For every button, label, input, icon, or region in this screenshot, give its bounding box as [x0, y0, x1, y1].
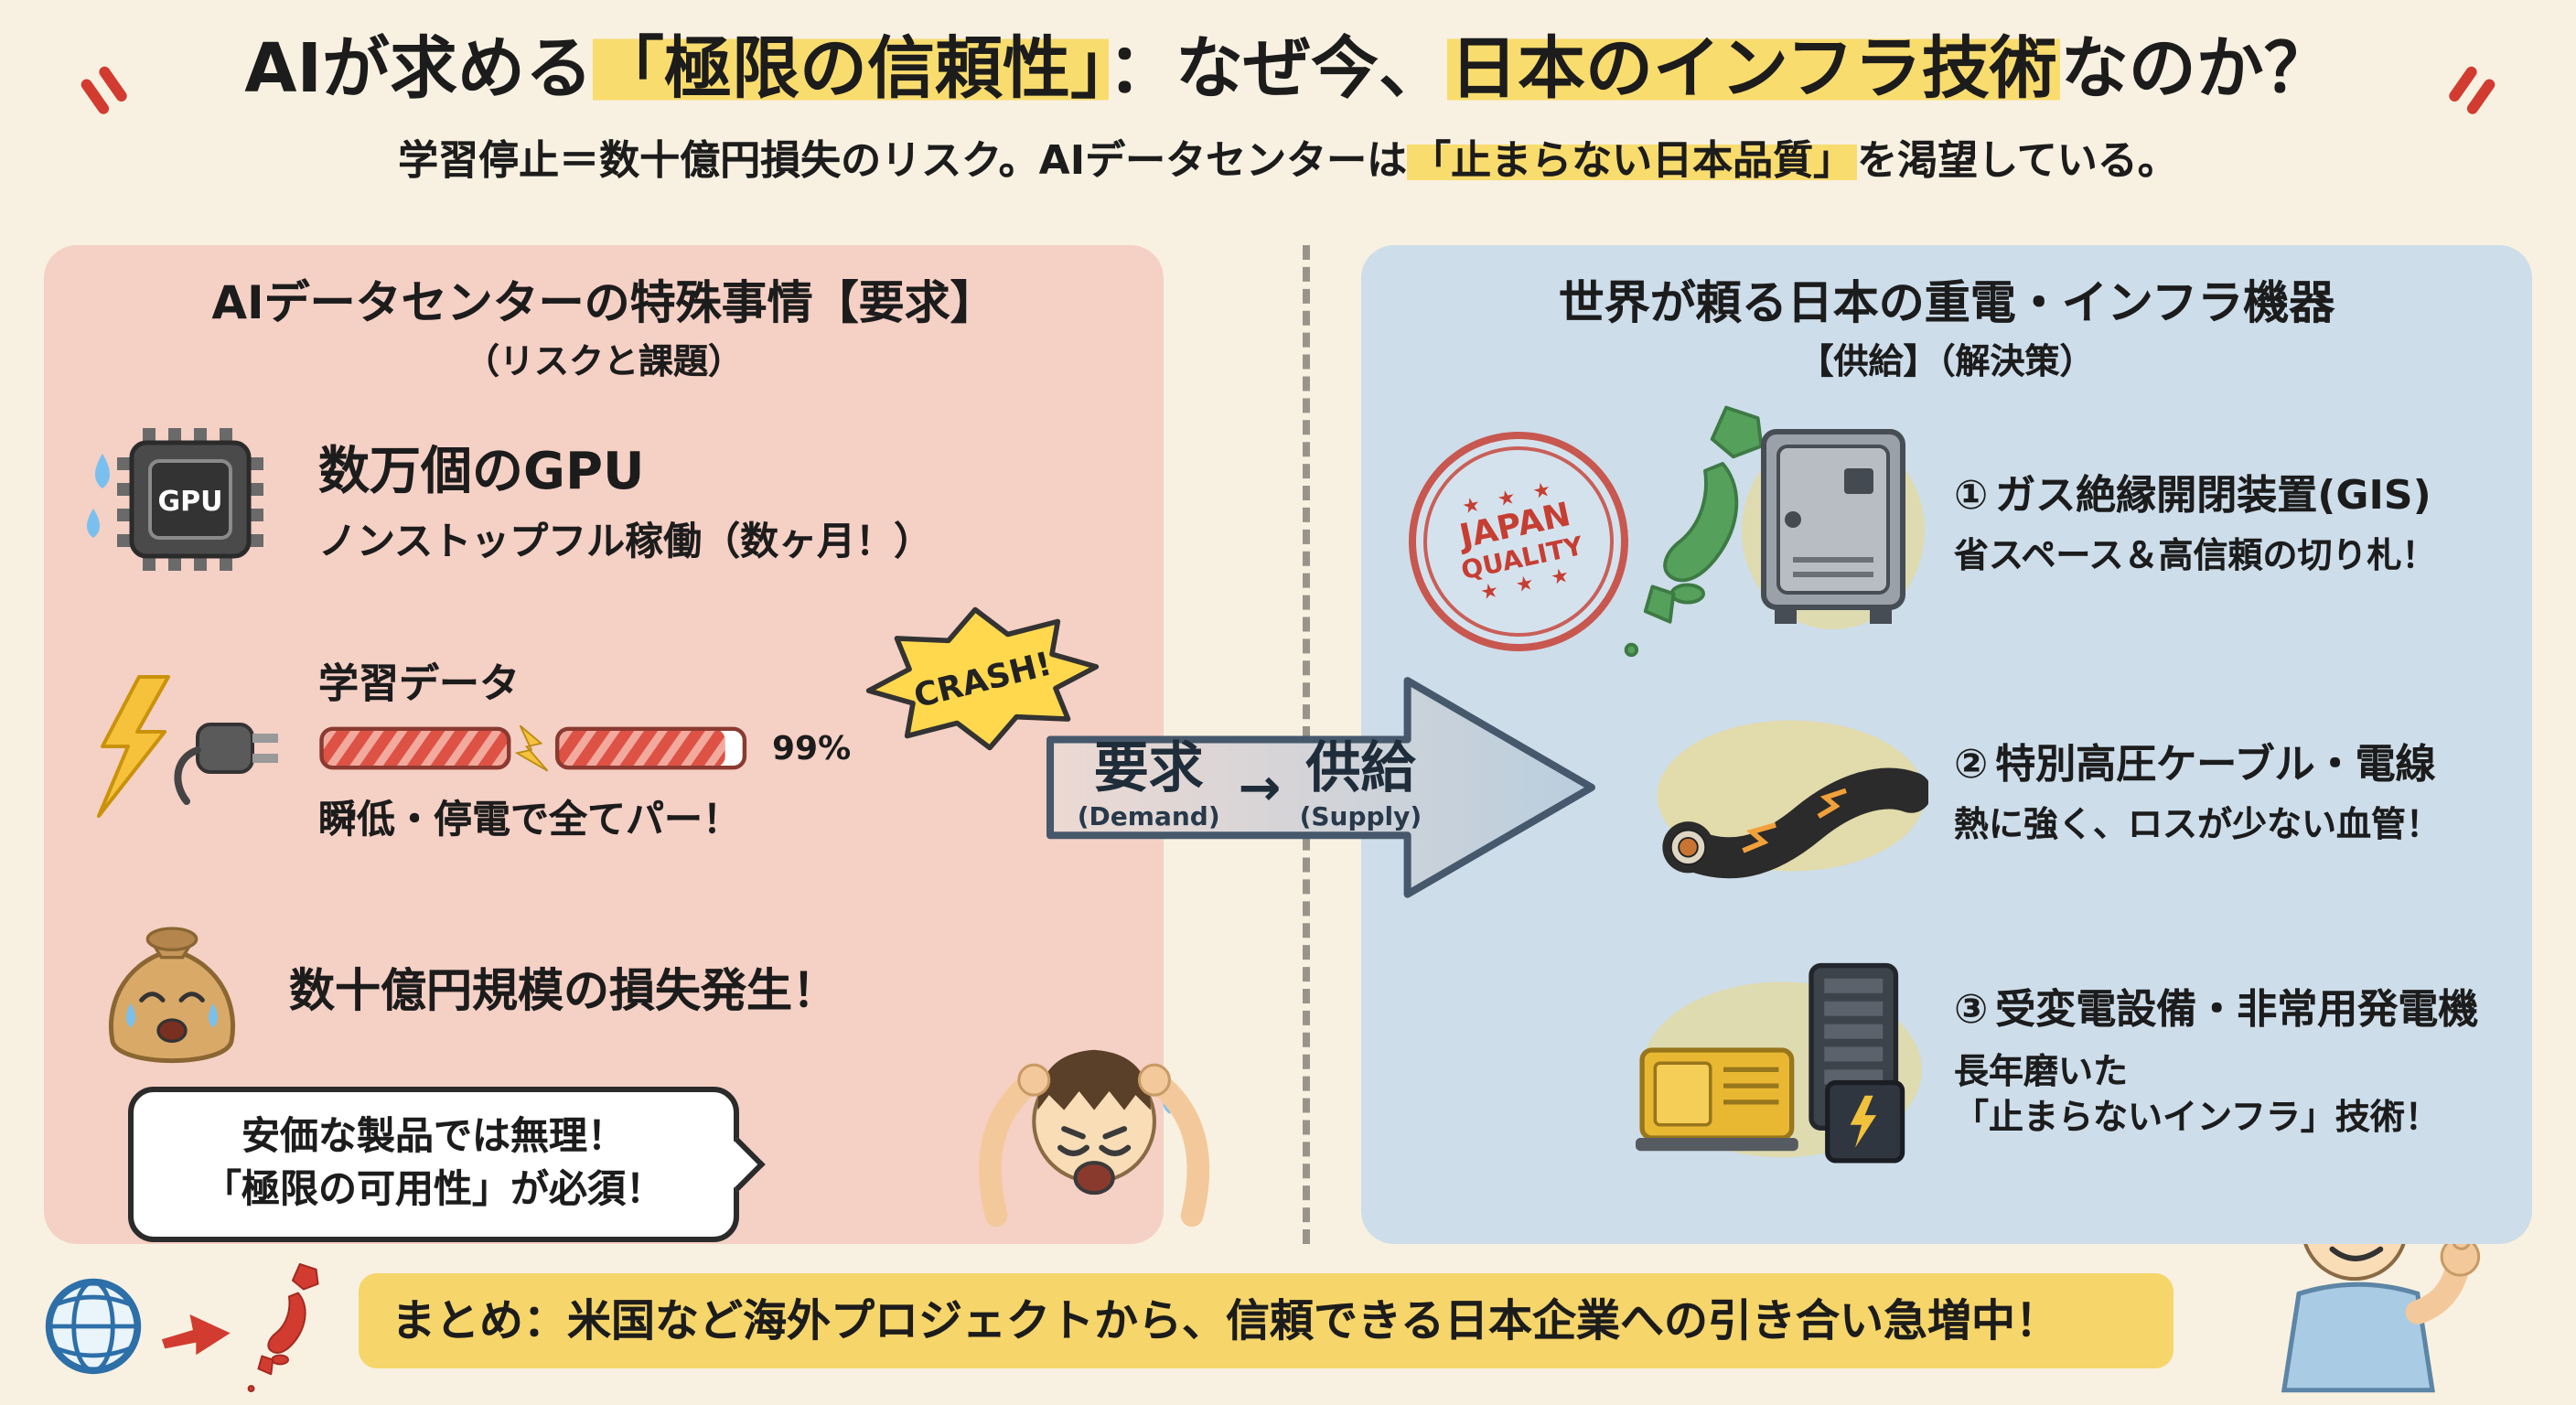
demand-panel-subtitle: （リスクと課題） — [464, 342, 743, 383]
demand-label-group: 要求 (Demand) — [1077, 736, 1220, 831]
japan-map-red-icon — [247, 1262, 319, 1393]
gis-number: ① — [1954, 473, 1989, 520]
demand-supply-arrow: 要求 (Demand) → 供給 (Supply) — [1046, 666, 1599, 907]
title-part-highlight: 「極限の信頼性」 — [593, 29, 1108, 108]
flow-arrow-glyph: → — [1238, 756, 1282, 817]
demand-panel-title: AIデータセンターの特殊事情【要求】 — [211, 276, 996, 329]
distressed-person-illustration — [979, 1049, 1210, 1228]
gpu-chip-icon: GPU — [87, 428, 263, 571]
substation-subtitle: 長年磨いた 「止まらないインフラ」技術！ — [1954, 1049, 2525, 1143]
supply-label-group: 供給 (Supply) — [1299, 736, 1422, 831]
supply-panel-subtitle: 【供給】（解決策） — [1798, 342, 2095, 383]
crash-burst-icon: CRASH! — [865, 606, 1100, 751]
flow-labels: 要求 (Demand) → 供給 (Supply) — [1054, 666, 1445, 907]
cable-subtitle: 熱に強く、ロスが少ない血管！ — [1954, 805, 2442, 846]
page-title: AIが求める「極限の信頼性」：なぜ今、日本のインフラ技術なのか？ — [0, 29, 2576, 111]
summary-banner: まとめ：米国など海外プロジェクトから、信頼できる日本企業への引き合い急増中！ — [359, 1273, 2174, 1368]
lightning-plug-icon — [97, 675, 278, 818]
substation-sub-line2: 「止まらないインフラ」技術！ — [1954, 1098, 2440, 1139]
japan-map-icon — [1624, 405, 1764, 658]
subtitle-part-highlight: 「止まらない日本品質」 — [1407, 139, 1858, 186]
stamp-line2: QUALITY — [1458, 532, 1586, 587]
stamp-line1: JAPAN — [1456, 495, 1574, 556]
power-item: 学習データ — [84, 651, 851, 845]
broken-progress-bar-icon — [319, 724, 747, 772]
loss-item: 数十億円規模の損失発生！ — [84, 896, 838, 1079]
demand-label: 要求 — [1093, 736, 1204, 800]
red-arrow-icon — [161, 1314, 231, 1356]
progress-bar-row: 99% — [318, 721, 851, 776]
loss-text: 数十億円規模の損失発生！ — [289, 964, 839, 1017]
supply-label-en: (Supply) — [1299, 802, 1422, 831]
footer: まとめ：米国など海外プロジェクトから、信頼できる日本企業への引き合い急増中！ — [0, 1167, 2576, 1405]
stamp-stars-bottom: ★ ★ ★ — [1478, 563, 1577, 606]
stamp-stars-top: ★ ★ ★ — [1459, 475, 1559, 519]
title-part: ：なぜ今、 — [1108, 29, 1446, 108]
gpu-text: 数万個のGPU ノンストップフル稼働（数ヶ月！） — [318, 432, 932, 567]
gis-cabinet-icon — [1742, 429, 1925, 629]
title-part: AIが求める — [244, 29, 593, 108]
cable-title-text: 特別高圧ケーブル・電線 — [1995, 742, 2436, 788]
demand-panel: AIデータセンターの特殊事情【要求】 （リスクと課題） GPU — [44, 245, 1210, 1244]
substation-title-text: 受変電設備・非常用発電機 — [1995, 988, 2479, 1035]
subtitle-part: 学習停止＝数十億円損失のリスク。AIデータセンターは — [398, 139, 1408, 186]
supply-label: 供給 — [1305, 736, 1416, 800]
gpu-subtitle: ノンストップフル稼働（数ヶ月！） — [318, 520, 933, 563]
bubble-line2: 「極限の可用性」が必須！ — [203, 1167, 664, 1212]
speech-bubble: 安価な製品では無理！ 「極限の可用性」が必須！ — [128, 1087, 739, 1242]
power-caption: 瞬低・停電で全てパー！ — [318, 798, 741, 842]
bubble-line1: 安価な製品では無理！ — [242, 1114, 626, 1158]
power-text: 学習データ — [318, 651, 851, 845]
gpu-item: GPU 数万個のGPU ノンストップフル稼働（数ヶ月！） — [84, 413, 932, 585]
globe-icon — [45, 1278, 142, 1375]
supply-panel-title: 世界が頼る日本の重電・インフラ機器 — [1558, 276, 2335, 329]
substation-number: ③ — [1954, 988, 1989, 1035]
gis-subtitle: 省スペース＆高信頼の切り札！ — [1954, 536, 2437, 577]
high-voltage-cable-icon — [1657, 720, 1928, 879]
progress-percent: 99% — [772, 729, 852, 767]
gpu-label: GPU — [158, 486, 223, 518]
supply-panel: 世界が頼る日本の重電・インフラ機器 【供給】（解決策） ★ ★ ★ JAPAN … — [1361, 245, 2532, 1244]
title-part-highlight: 日本のインフラ技術 — [1446, 29, 2061, 108]
generator-server-icon — [1636, 962, 1922, 1164]
main-area: AIデータセンターの特殊事情【要求】 （リスクと課題） GPU — [0, 245, 2576, 1244]
demand-label-en: (Demand) — [1077, 802, 1220, 831]
japan-quality-stamp-icon: ★ ★ ★ JAPAN QUALITY ★ ★ ★ — [1388, 411, 1649, 672]
subtitle-part: を渇望している。 — [1857, 139, 2178, 186]
page-subtitle: 学習停止＝数十億円損失のリスク。AIデータセンターは「止まらない日本品質」を渇望… — [0, 129, 2576, 188]
header: AIが求める「極限の信頼性」：なぜ今、日本のインフラ技術なのか？ 学習停止＝数十… — [0, 29, 2576, 188]
gis-title-text: ガス絶縁開閉装置(GIS) — [1995, 473, 2431, 520]
big-arrow-icon — [1046, 677, 1595, 898]
cable-number: ② — [1954, 742, 1989, 788]
gpu-title: 数万個のGPU — [318, 441, 645, 501]
title-part: なのか？ — [2060, 29, 2332, 108]
crying-money-bag-icon — [108, 927, 236, 1064]
training-data-label: 学習データ — [318, 662, 521, 708]
substation-sub-line1: 長年磨いた — [1954, 1051, 2129, 1092]
